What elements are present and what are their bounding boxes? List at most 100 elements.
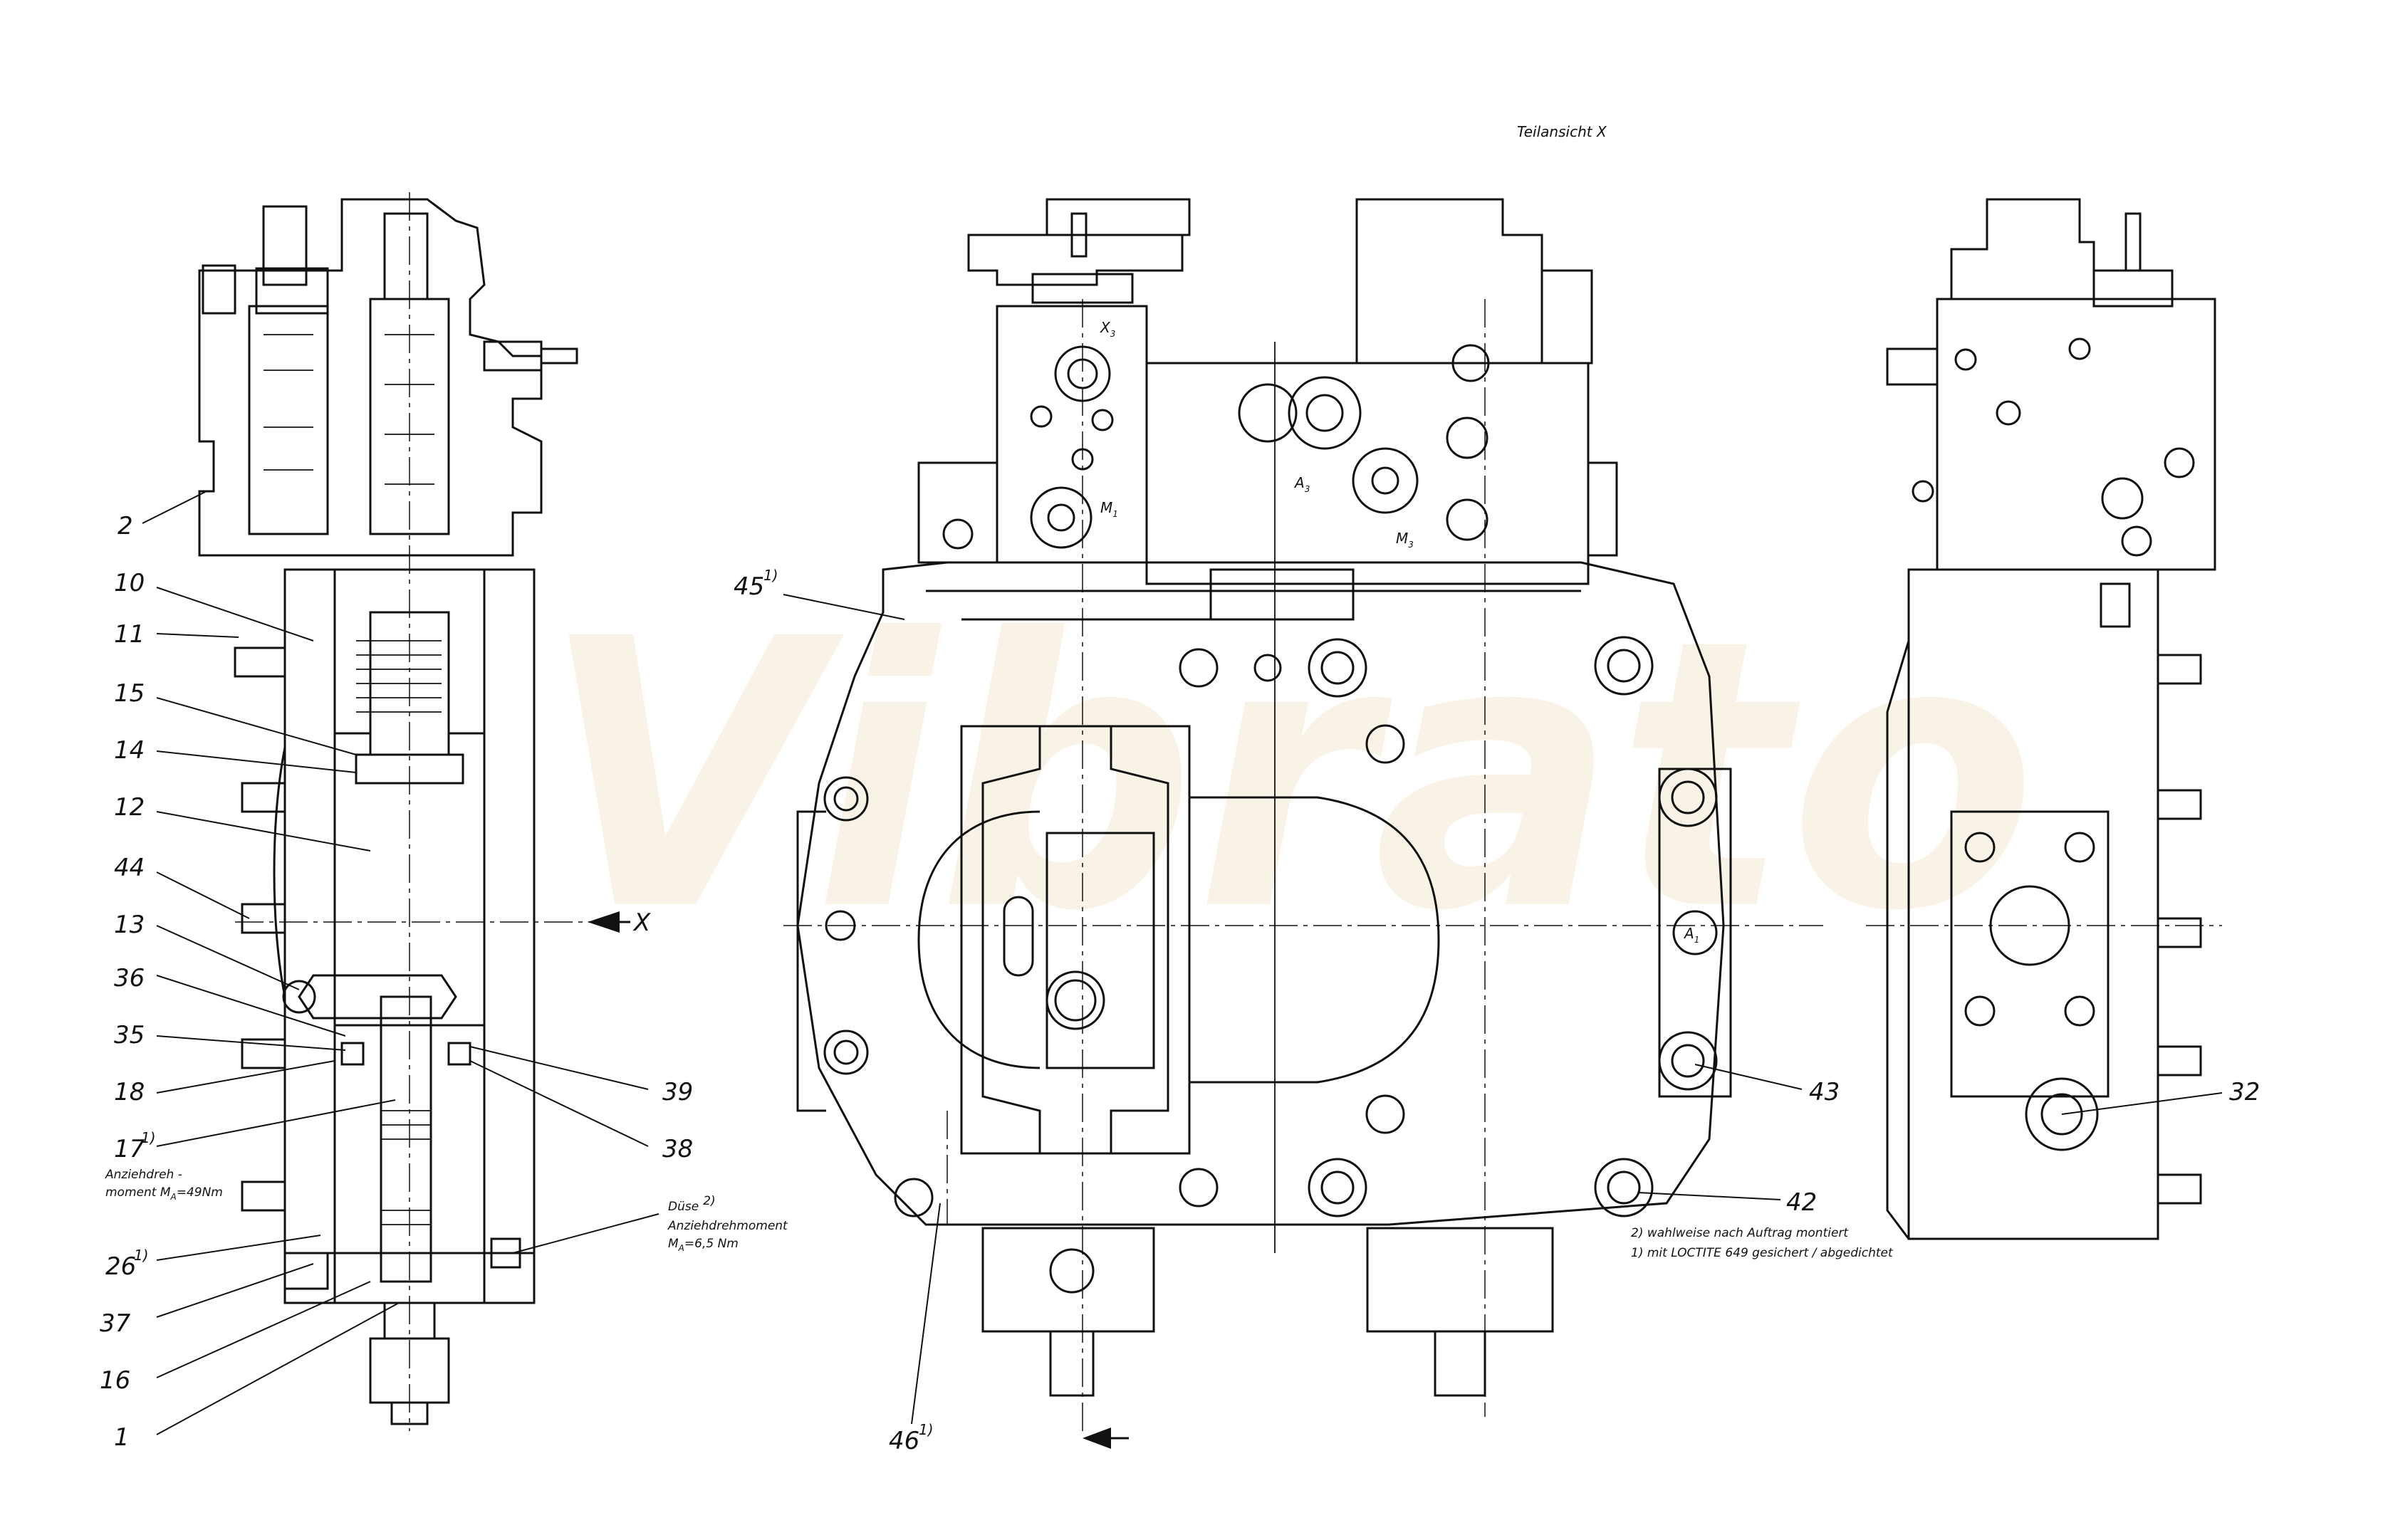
center-callouts: 45 1) 46 1) 43 42 2) wahlweise nach Auft… [734, 567, 1894, 1455]
port-stub-35 [241, 1038, 286, 1069]
right-stub-3 [2157, 917, 2202, 948]
top-block-right [1355, 198, 1543, 365]
right-control-block [1936, 298, 2216, 571]
rb-bolt-2 [2068, 337, 2091, 360]
port-stub-2 [241, 782, 286, 813]
bolt-a1-top-core [1671, 780, 1705, 814]
right-top-plug [2100, 582, 2131, 628]
piston-bore [333, 783, 486, 983]
bottom-adjuster-right [1366, 1227, 1554, 1333]
port-a1-circle [1672, 910, 1718, 955]
port-stub-17 [241, 1180, 286, 1212]
right-stub-4 [2157, 1045, 2202, 1077]
bolt-cm-2 [1446, 498, 1488, 541]
spring-coils [356, 640, 442, 713]
nozzle-label: Düse 2) [668, 1194, 716, 1214]
callout-14: 14 [114, 736, 145, 765]
nozzle-label-text: Düse [668, 1200, 699, 1214]
callout-2: 2 [118, 512, 133, 540]
bottom-adjuster-left [981, 1227, 1155, 1333]
inner-window-outer [960, 725, 1191, 1155]
pilot-stem-2 [383, 212, 429, 300]
rb-bolt-6 [2121, 525, 2152, 557]
callout-18: 18 [114, 1078, 145, 1106]
side-plug-stem [540, 347, 578, 365]
port-32-core [2040, 1093, 2083, 1136]
pump-housing [796, 561, 1725, 1226]
torque-note-sub: A [170, 1192, 177, 1202]
slot-pin [1003, 896, 1034, 977]
port-m3-core [1371, 466, 1399, 495]
rf-bolt-3 [1964, 995, 1996, 1027]
callout-46-sup: 1) [919, 1421, 934, 1438]
pilot-stem-1 [262, 205, 308, 286]
seal-35 [340, 1042, 365, 1066]
callout-45: 45 [734, 572, 764, 601]
nozzle-torque-m: M [668, 1237, 679, 1251]
left-section-view: X [198, 192, 651, 1431]
callout-10: 10 [114, 569, 145, 597]
middle-port-block [1145, 362, 1590, 585]
bolt-cl-2 [1091, 409, 1114, 431]
housing-curve-left [273, 747, 286, 997]
callout-1: 1 [114, 1423, 130, 1452]
left-arc [917, 810, 1041, 1069]
port-label-a1: A1 [1683, 925, 1699, 945]
section-arrow-label: X [632, 908, 651, 937]
cross-pin-13 [298, 974, 457, 1020]
torque-note-value: =49Nm [177, 1185, 223, 1200]
callout-36: 36 [114, 964, 145, 992]
bottom-adjuster-right-nut [1434, 1330, 1486, 1397]
nozzle-label-sup: 2) [703, 1194, 715, 1208]
a1-flange [1658, 768, 1732, 1098]
hex-nut-center [1031, 273, 1134, 304]
bolt-cl-4 [942, 518, 974, 550]
watermark: Vibrato [541, 560, 2037, 992]
yoke-pivot-inner [1054, 979, 1097, 1022]
port-label-m3-main: M [1396, 530, 1408, 547]
bolt-cl-1 [1030, 405, 1053, 428]
nozzle-torque-line1: Anziehdrehmoment [667, 1219, 788, 1233]
rf-bolt-2 [2064, 832, 2095, 863]
footnote-2: 2) wahlweise nach Auftrag montiert [1631, 1226, 1849, 1240]
left-callouts: 2 10 11 15 14 12 44 13 36 35 18 17 1) An… [100, 512, 788, 1452]
nozzle [490, 1237, 521, 1269]
footnote-1: 1) mit LOCTITE 649 gesichert / abgedicht… [1631, 1246, 1894, 1260]
callout-37: 37 [100, 1309, 131, 1338]
right-view: 32 [1866, 198, 2260, 1240]
housing-wall-right [483, 568, 536, 1304]
port-stub-11 [234, 646, 286, 678]
port-stub-44 [241, 903, 286, 934]
control-valve-body [198, 198, 543, 557]
bottom-adjuster-left-bolt [1049, 1248, 1095, 1294]
pin-head [282, 980, 316, 1014]
pilot-stem-center [1070, 212, 1088, 258]
callout-17-sup: 1) [141, 1129, 156, 1146]
callout-11: 11 [114, 620, 145, 649]
callout-17: 17 [114, 1135, 145, 1163]
callout-45-sup: 1) [763, 567, 778, 584]
callout-43: 43 [1809, 1078, 1840, 1106]
seal-39 [447, 1042, 471, 1066]
port-label-a3-sub: 3 [1305, 484, 1310, 494]
spring-seat [355, 753, 464, 785]
callout-39: 39 [662, 1078, 693, 1106]
nozzle-torque-line2: MA=6,5 Nm [668, 1237, 739, 1253]
yoke-inner [1046, 832, 1155, 1069]
yoke-pivot-outer [1046, 970, 1105, 1030]
right-stub-2 [2157, 789, 2202, 820]
housing-bolts [823, 636, 1654, 1217]
swash-yoke [981, 725, 1169, 1155]
housing-left-flange [796, 810, 826, 1112]
bolt-a1-bottom-core [1671, 1044, 1705, 1078]
port-label-a1-sub: 1 [1694, 935, 1700, 945]
right-side-plug [1886, 347, 1939, 386]
callout-44: 44 [114, 854, 145, 882]
port-label-a3: A3 [1293, 474, 1310, 494]
spool-lands [264, 334, 434, 485]
callout-26-sup: 1) [134, 1247, 149, 1264]
top-control-cap-left [967, 234, 1184, 286]
port-a3-core [1305, 394, 1344, 432]
right-top-cap [1950, 198, 2095, 300]
